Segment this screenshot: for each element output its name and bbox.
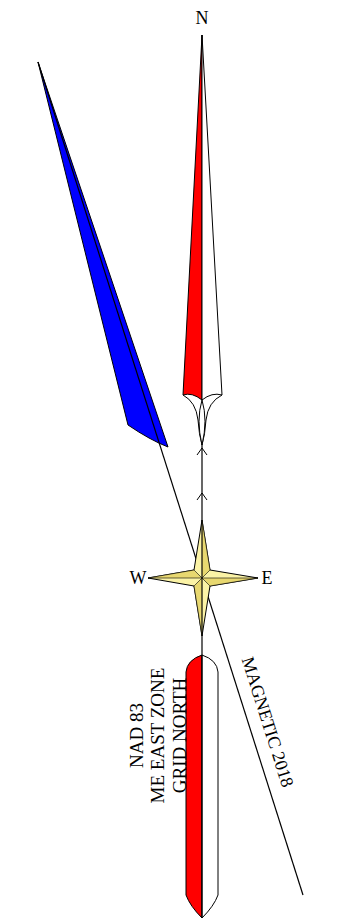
grid-north-label: GRID NORTH	[171, 677, 190, 793]
compass-line	[202, 520, 203, 636]
zone-label: ME EAST ZONE	[149, 667, 168, 803]
grid-line	[201, 445, 202, 520]
grid-tail-white	[202, 655, 218, 918]
magnetic-arrow	[38, 62, 168, 447]
compass-star	[148, 520, 258, 636]
west-label: W	[130, 569, 147, 587]
grid-line	[202, 655, 203, 918]
north-label: N	[196, 9, 209, 27]
grid-arrow-red	[183, 35, 202, 400]
grid-chevron	[197, 448, 207, 455]
arrow-neck	[199, 400, 205, 445]
grid-arrow-white	[202, 35, 222, 400]
grid-chevron	[197, 493, 207, 500]
arrow-neck	[183, 395, 222, 445]
datum-label: NAD 83	[126, 703, 145, 768]
magnetic-line	[38, 62, 303, 895]
compass-star-shade	[148, 520, 258, 636]
grid-line	[201, 636, 202, 655]
east-label: E	[262, 569, 273, 587]
